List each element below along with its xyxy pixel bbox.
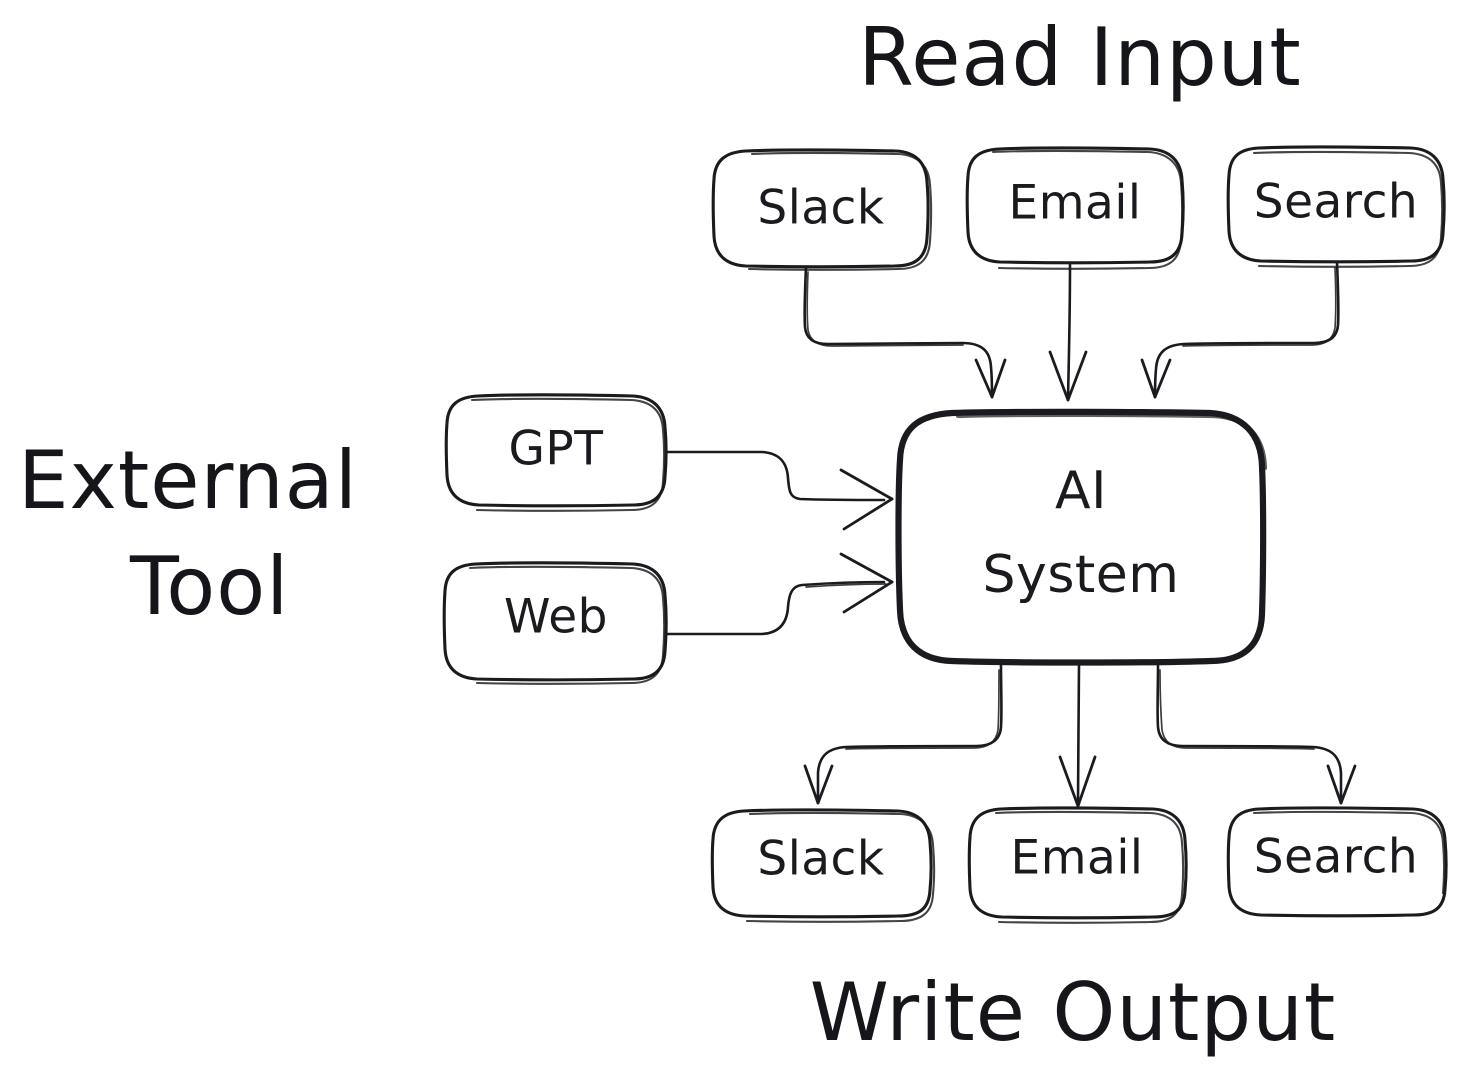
node-output-email[interactable]: Email	[967, 806, 1188, 924]
edge-ai-system-to-output-search	[1156, 663, 1357, 805]
tool-gpt-label: GPT	[509, 422, 604, 477]
node-output-slack[interactable]: Slack	[710, 808, 936, 923]
edge-tool-gpt-to-ai-system	[665, 450, 894, 531]
node-tool-web[interactable]: Web	[442, 561, 668, 685]
node-ai-system[interactable]: AI System	[895, 408, 1268, 666]
node-tool-gpt[interactable]: GPT	[444, 393, 668, 512]
edge-input-email-to-ai-system	[1048, 263, 1088, 402]
output-slack-label: Slack	[757, 832, 885, 887]
output-email-label: Email	[1011, 831, 1144, 886]
edge-input-slack-to-ai-system	[803, 265, 1007, 399]
edge-input-search-to-ai-system	[1140, 260, 1340, 399]
node-input-search[interactable]: Search	[1226, 145, 1446, 268]
node-input-slack[interactable]: Slack	[711, 148, 933, 271]
input-email-label: Email	[1009, 176, 1142, 231]
ai-system-label-line2: System	[983, 545, 1180, 605]
read-input-title: Read Input	[858, 11, 1302, 104]
edge-ai-system-to-output-email	[1058, 663, 1097, 808]
edge-ai-system-to-output-slack	[803, 663, 1003, 805]
write-output-title: Write Output	[810, 966, 1337, 1059]
output-search-label: Search	[1254, 830, 1418, 885]
edge-tool-web-to-ai-system	[665, 552, 894, 636]
input-slack-label: Slack	[757, 181, 885, 236]
node-input-email[interactable]: Email	[965, 146, 1185, 270]
external-tool-title-line1: External	[18, 434, 358, 527]
tool-web-label: Web	[504, 590, 608, 645]
node-output-search[interactable]: Search	[1226, 806, 1448, 918]
ai-system-label-line1: AI	[1055, 461, 1107, 521]
external-tool-title-line2: Tool	[129, 540, 289, 633]
input-search-label: Search	[1254, 175, 1418, 230]
